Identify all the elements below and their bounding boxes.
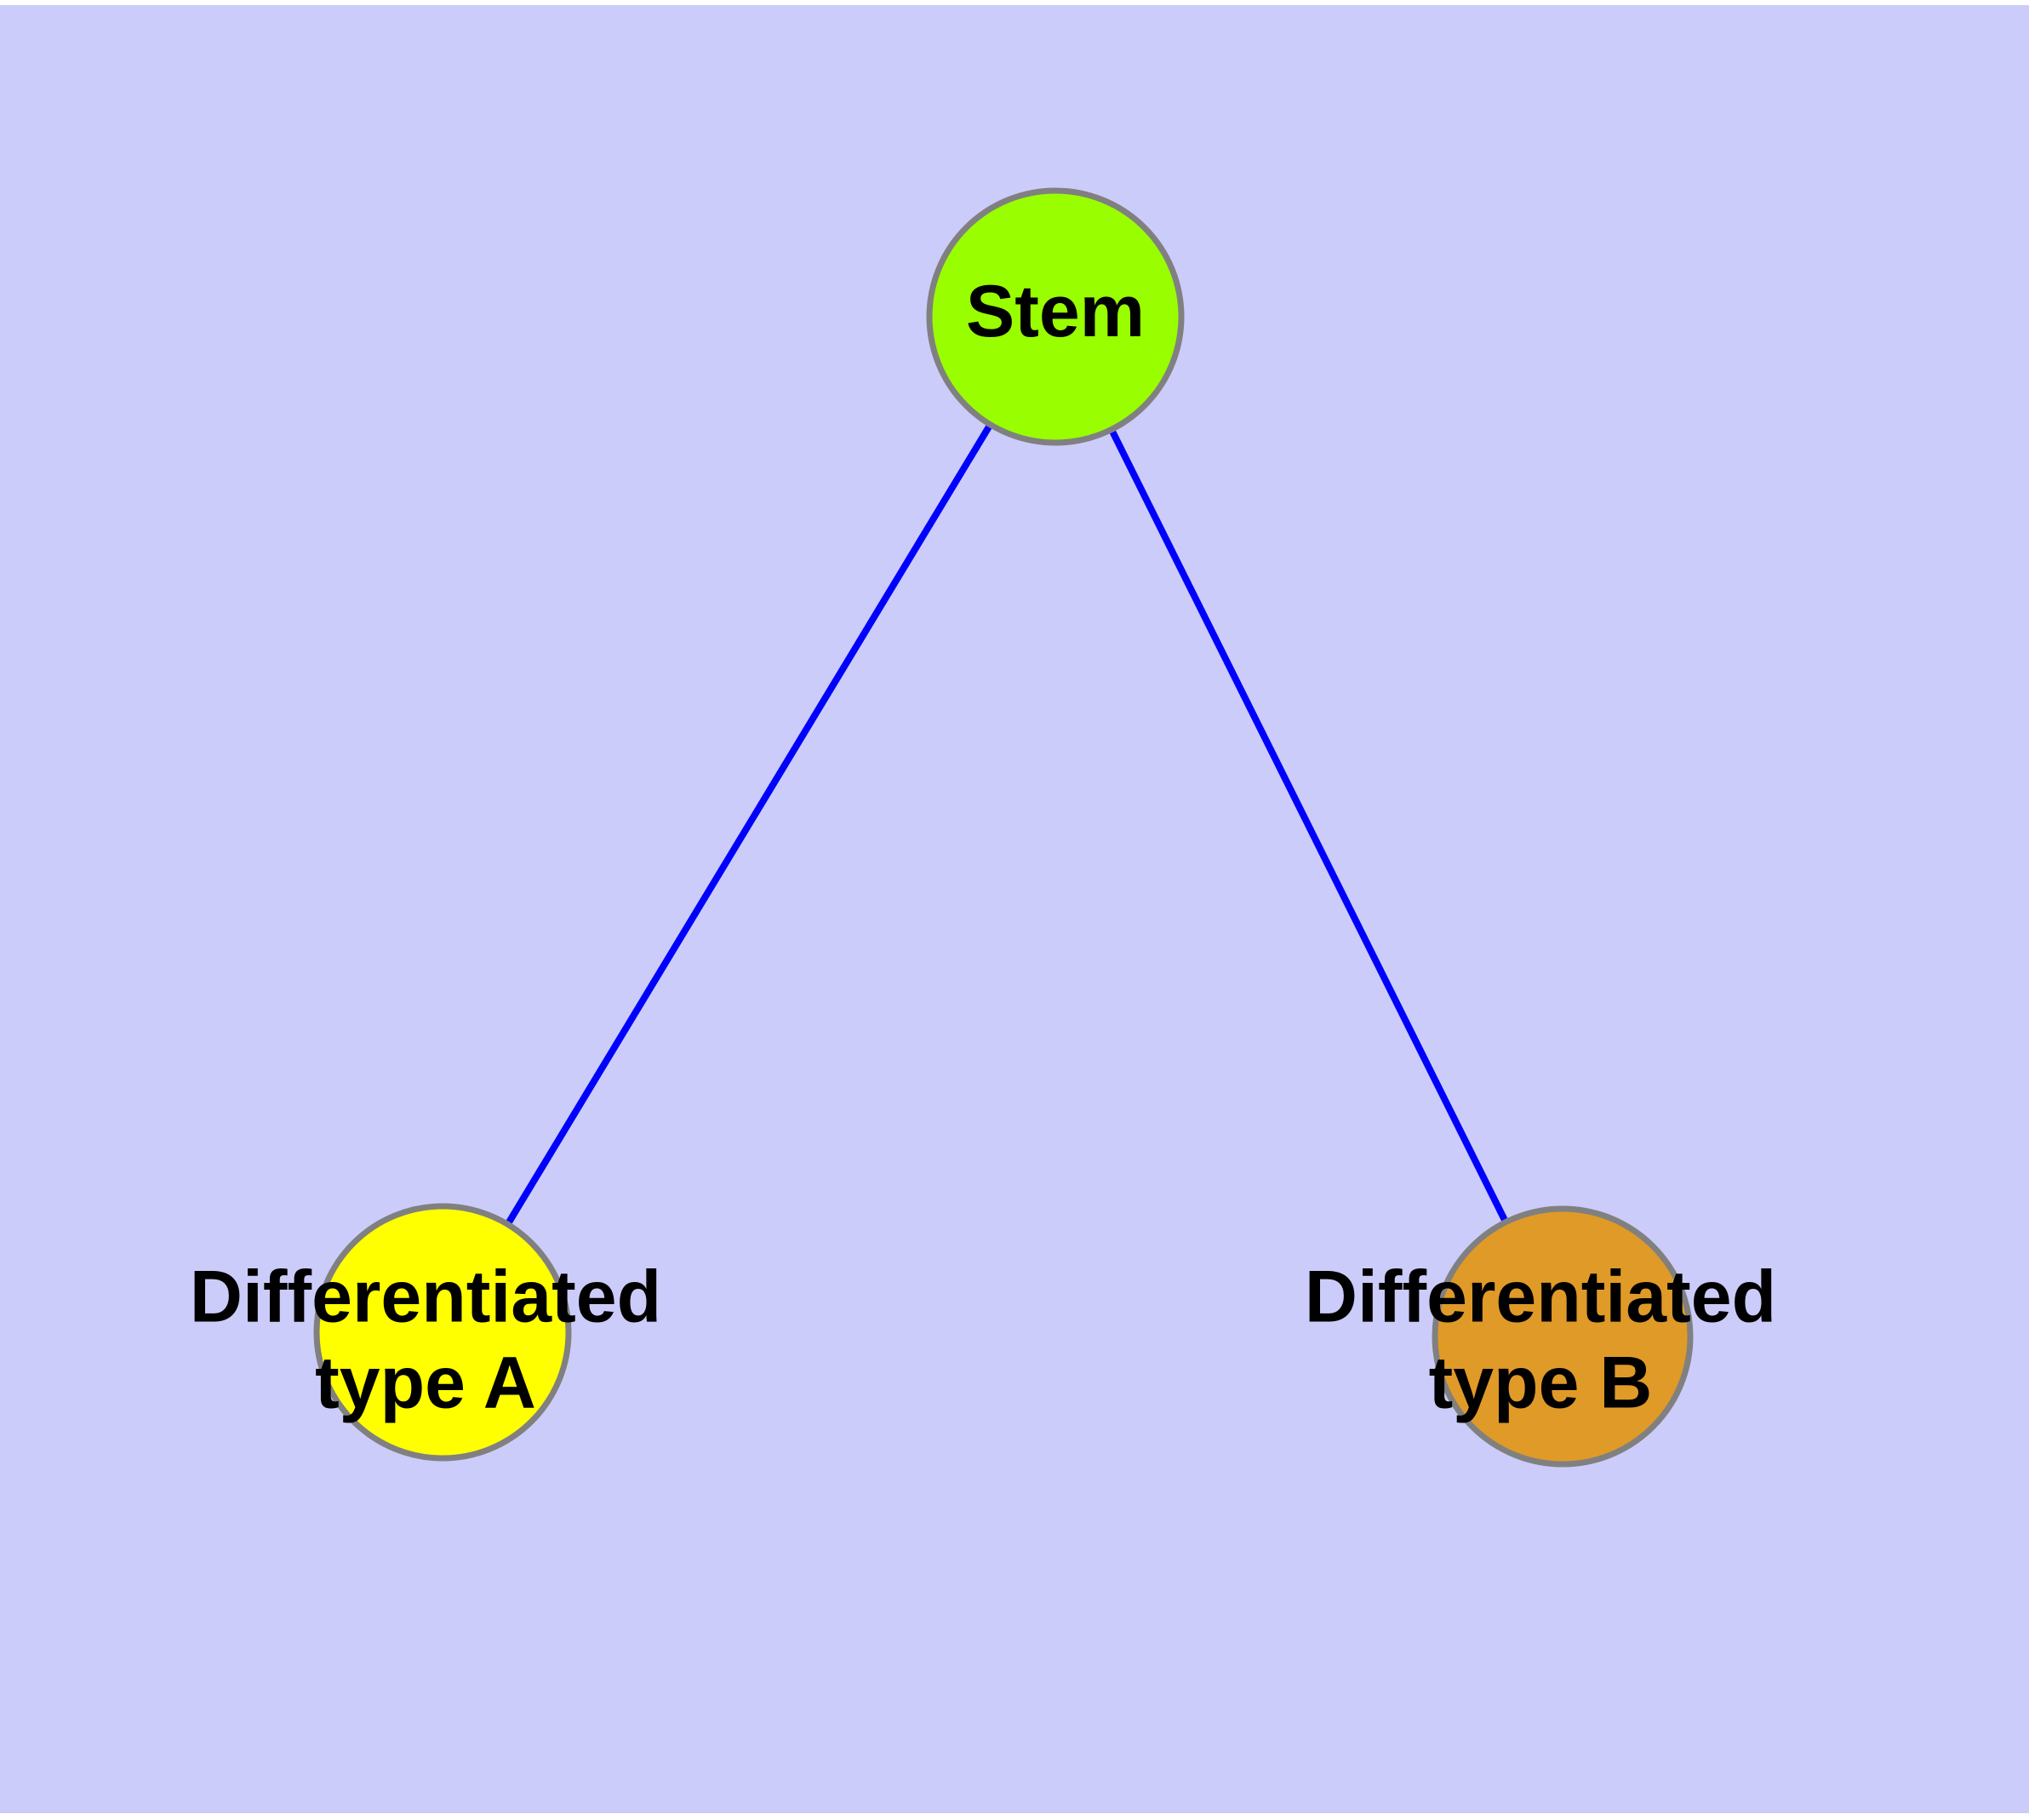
edges-layer — [506, 425, 1508, 1224]
node-label-line: Stem — [966, 271, 1145, 352]
node-label-line: type B — [1429, 1342, 1653, 1423]
edge-stem-to-differentiated-type-a[interactable] — [506, 425, 992, 1224]
node-label-line: Differentiated — [1305, 1256, 1776, 1337]
nodes-layer — [313, 187, 1694, 1468]
node-differentiated-type-b[interactable] — [1432, 1205, 1694, 1468]
edge-stem-to-differentiated-type-b[interactable] — [1109, 430, 1508, 1222]
node-stem[interactable] — [926, 187, 1185, 446]
node-label-line: Differentiated — [190, 1256, 661, 1337]
node-differentiated-type-a[interactable] — [313, 1203, 572, 1462]
node-label-stem: Stem — [966, 271, 1145, 352]
node-label-line: type A — [315, 1342, 536, 1423]
